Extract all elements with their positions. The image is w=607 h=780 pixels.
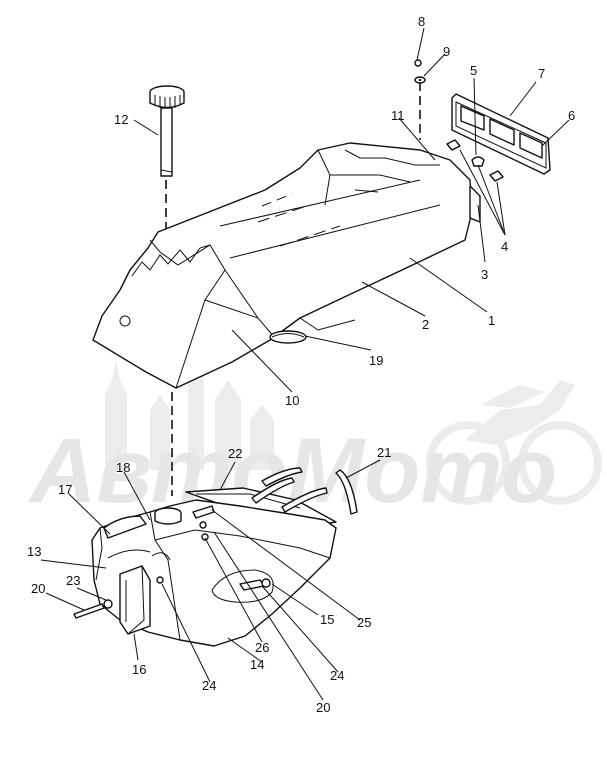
gasket-plate-part <box>451 93 551 175</box>
callout-1: 1 <box>488 313 495 328</box>
callout-11: 11 <box>391 108 405 123</box>
callout-22: 22 <box>228 446 242 461</box>
callout-13: 13 <box>27 544 41 559</box>
leader-lines <box>40 27 570 701</box>
callout-17: 17 <box>58 482 72 497</box>
callout-15: 15 <box>320 612 334 627</box>
callout-12: 12 <box>114 112 128 127</box>
callout-26: 26 <box>255 640 269 655</box>
callout-20-left: 20 <box>31 581 45 596</box>
callout-14: 14 <box>250 657 264 672</box>
seat-cover-part <box>92 142 481 389</box>
callout-21: 21 <box>377 445 391 460</box>
callout-18: 18 <box>116 460 130 475</box>
callout-3: 3 <box>481 267 488 282</box>
callout-10: 10 <box>285 393 299 408</box>
callout-7: 7 <box>538 66 545 81</box>
screw-washer-parts <box>414 59 426 84</box>
callout-25: 25 <box>357 615 371 630</box>
filler-cap-part <box>149 85 185 177</box>
grommet-parts <box>446 139 504 182</box>
callout-5: 5 <box>470 63 477 78</box>
callout-24-right: 24 <box>330 668 344 683</box>
callout-19: 19 <box>369 353 383 368</box>
callout-4: 4 <box>501 239 508 254</box>
callout-24-bottom: 24 <box>202 678 216 693</box>
callout-20-bottom: 20 <box>316 700 330 715</box>
callout-2: 2 <box>422 317 429 332</box>
callout-16: 16 <box>132 662 146 677</box>
fuel-tank-part <box>73 499 337 647</box>
callout-6: 6 <box>568 108 575 123</box>
callout-8: 8 <box>418 14 425 29</box>
callout-numbers: 1 2 3 4 5 6 7 8 9 10 11 12 13 14 15 16 1… <box>27 14 575 715</box>
callout-23: 23 <box>66 573 80 588</box>
callout-9: 9 <box>443 44 450 59</box>
